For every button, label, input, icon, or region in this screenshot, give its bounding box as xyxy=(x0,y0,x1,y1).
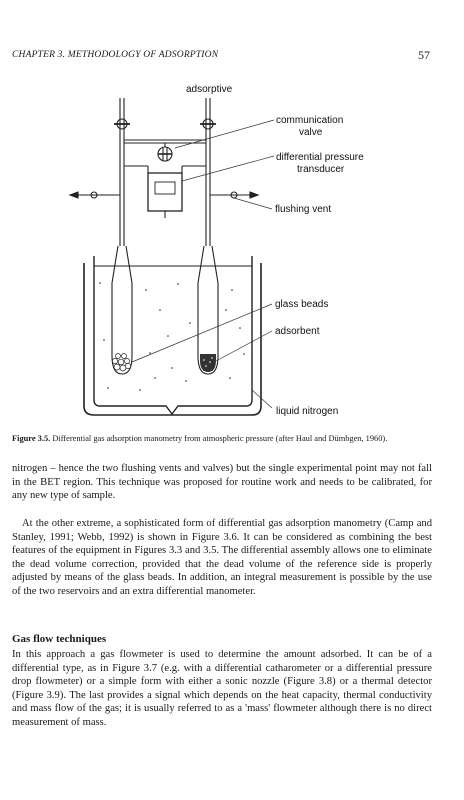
label-dp-transducer-line2: transducer xyxy=(297,164,345,175)
chapter-title: CHAPTER 3. METHODOLOGY OF ADSORPTION xyxy=(12,50,219,60)
running-header: CHAPTER 3. METHODOLOGY OF ADSORPTION 57 xyxy=(12,48,430,66)
label-adsorptive: adsorptive xyxy=(186,84,233,95)
apparatus-diagram: adsorptive communication valve different… xyxy=(68,84,364,417)
label-liquid-nitrogen: liquid nitrogen xyxy=(276,406,338,417)
page-number: 57 xyxy=(418,48,430,62)
body-paragraph: nitrogen – hence the two flushing vents … xyxy=(12,463,432,502)
figure-caption-text: Differential gas adsorption manometry fr… xyxy=(52,434,388,443)
label-flushing-vent: flushing vent xyxy=(275,204,331,215)
section-paragraph: In this approach a gas flowmeter is used… xyxy=(12,649,432,728)
figure-caption: Figure 3.5. Differential gas adsorption … xyxy=(12,433,432,444)
figure-number: Figure 3.5. xyxy=(12,434,51,443)
label-communication-valve-line1: communication xyxy=(276,115,343,126)
body-paragraph: At the other extreme, a sophisticated fo… xyxy=(12,518,432,597)
label-adsorbent: adsorbent xyxy=(275,326,320,337)
section-heading: Gas flow techniques xyxy=(12,633,107,645)
label-glass-beads: glass beads xyxy=(275,299,328,310)
label-dp-transducer-line1: differential pressure xyxy=(276,152,364,163)
label-communication-valve-line2: valve xyxy=(299,127,323,138)
